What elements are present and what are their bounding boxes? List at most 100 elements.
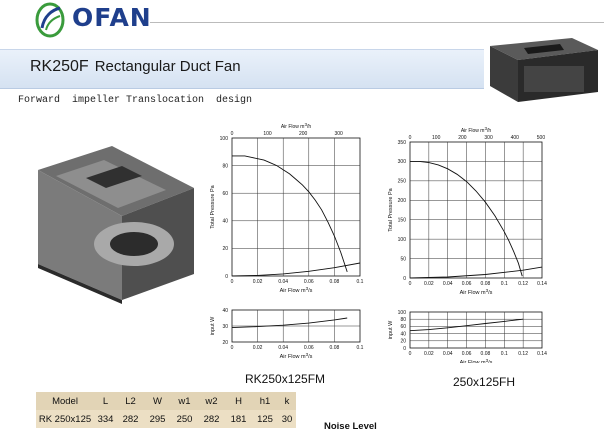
chart-title-fh: 250x125FH	[453, 375, 516, 389]
series-line	[231, 262, 361, 277]
product-title: RK250F Rectangular Duct Fan	[30, 58, 241, 76]
spec-table: Model L L2 W w1 w2 H h1 k RK 250x125 334…	[36, 392, 296, 428]
x-tick-label: 0.1	[501, 281, 508, 287]
x-tick-label: 0.06	[462, 351, 472, 357]
x-axis-label: Air Flow m3/s	[280, 352, 313, 361]
y-axis-label: Total Pressure Pa	[388, 187, 394, 231]
col-header: w2	[205, 395, 218, 407]
product-photo-small	[490, 38, 598, 102]
top-tick-label: 300	[334, 131, 343, 137]
x-tick-label: 0.06	[304, 345, 314, 351]
col-header: L2	[125, 395, 136, 407]
x-tick-label: 0.1	[501, 351, 508, 357]
y-tick-label: 200	[398, 198, 407, 204]
x-tick-label: 0.06	[462, 281, 472, 287]
y-tick-label: 20	[400, 339, 406, 345]
x-tick-label: 0.08	[481, 281, 491, 287]
plot-frame	[231, 137, 361, 277]
x-axis-label: Air Flow m3/s	[460, 288, 493, 297]
col-header: Model	[52, 395, 78, 407]
y-tick-label: 100	[398, 237, 407, 243]
table-cell: 295	[149, 413, 166, 425]
top-tick-label: 400	[511, 135, 520, 141]
x-tick-label: 0	[409, 281, 412, 287]
top-tick-label: 500	[537, 135, 546, 141]
col-header: w1	[178, 395, 191, 407]
series-line	[409, 266, 543, 279]
x-tick-label: 0.08	[330, 279, 340, 285]
x-tick-label: 0	[231, 279, 234, 285]
x-tick-label: 0.02	[253, 345, 263, 351]
x-tick-label: 0.02	[253, 279, 263, 285]
series-line	[409, 318, 524, 332]
y-tick-label: 40	[400, 331, 406, 337]
y-tick-label: 150	[398, 218, 407, 224]
series-line	[231, 317, 348, 329]
y-tick-label: 40	[222, 308, 228, 314]
x-tick-label: 0.08	[481, 351, 491, 357]
y-tick-label: 350	[398, 140, 407, 146]
brand-name: OFAN	[72, 3, 152, 32]
x-tick-label: 0.06	[304, 279, 314, 285]
model-code: RK250F	[30, 58, 89, 75]
x-tick-label: 0.04	[278, 345, 288, 351]
col-header: W	[153, 395, 162, 407]
y-tick-label: 100	[220, 136, 229, 142]
x-axis-label: Air Flow m3/s	[280, 286, 313, 295]
x-tick-label: 0.04	[278, 279, 288, 285]
y-axis-label: Total Pressure Pa	[210, 184, 216, 228]
x-tick-label: 0.02	[424, 281, 434, 287]
table-cell: 334	[97, 413, 114, 425]
spec-table-header: Model L L2 W w1 w2 H h1 k	[36, 392, 296, 410]
y-tick-label: 250	[398, 179, 407, 185]
y-tick-label: 50	[400, 256, 406, 262]
x-tick-label: 0.04	[443, 281, 453, 287]
top-tick-label: 200	[458, 135, 467, 141]
product-photo-main	[38, 146, 194, 304]
top-tick-label: 300	[484, 135, 493, 141]
y-tick-label: 20	[222, 246, 228, 252]
y-tick-label: 40	[222, 219, 228, 225]
x-tick-label: 0.08	[330, 345, 340, 351]
noise-level-label: Noise Level	[324, 421, 377, 432]
x-tick-label: 0.1	[357, 345, 364, 351]
title-banner	[0, 49, 484, 89]
top-axis-label: Air Flow m3/h	[461, 126, 492, 135]
x-tick-label: 0.1	[357, 279, 364, 285]
y-tick-label: 60	[400, 324, 406, 330]
design-subtitle: Forward impeller Translocation design	[18, 95, 253, 106]
x-tick-label: 0	[231, 345, 234, 351]
top-tick-label: 100	[432, 135, 441, 141]
table-cell: 125	[257, 413, 273, 425]
logo-leaf-icon	[35, 2, 65, 38]
col-header: h1	[259, 395, 271, 407]
table-cell: 282	[203, 413, 220, 425]
x-axis-label: Air Flow m3/s	[460, 358, 493, 364]
top-tick-label: 0	[231, 131, 234, 137]
col-header: k	[284, 395, 290, 407]
y-axis-label: input W	[210, 316, 216, 335]
table-row: RK 250x125 334 282 295 250 282 181 125 3…	[36, 410, 296, 428]
top-axis-label: Air Flow m3/h	[281, 122, 312, 131]
ofan-logo	[35, 2, 65, 38]
table-cell: 250	[176, 413, 193, 425]
y-tick-label: 80	[400, 317, 406, 323]
table-cell: 181	[230, 413, 247, 425]
y-tick-label: 30	[222, 324, 228, 330]
table-cell: 30	[281, 413, 293, 425]
product-name: Rectangular Duct Fan	[94, 58, 241, 75]
col-header: H	[235, 395, 242, 407]
series-line	[410, 160, 523, 277]
y-tick-label: 0	[403, 346, 406, 352]
y-tick-label: 0	[403, 276, 406, 282]
table-cell: 282	[122, 413, 139, 425]
header-divider	[150, 22, 604, 23]
y-tick-label: 0	[225, 274, 228, 280]
x-tick-label: 0	[409, 351, 412, 357]
top-tick-label: 0	[409, 135, 412, 141]
chart-title-fm: RK250x125FM	[245, 372, 326, 386]
top-tick-label: 100	[263, 131, 272, 137]
plot-frame	[409, 311, 543, 349]
